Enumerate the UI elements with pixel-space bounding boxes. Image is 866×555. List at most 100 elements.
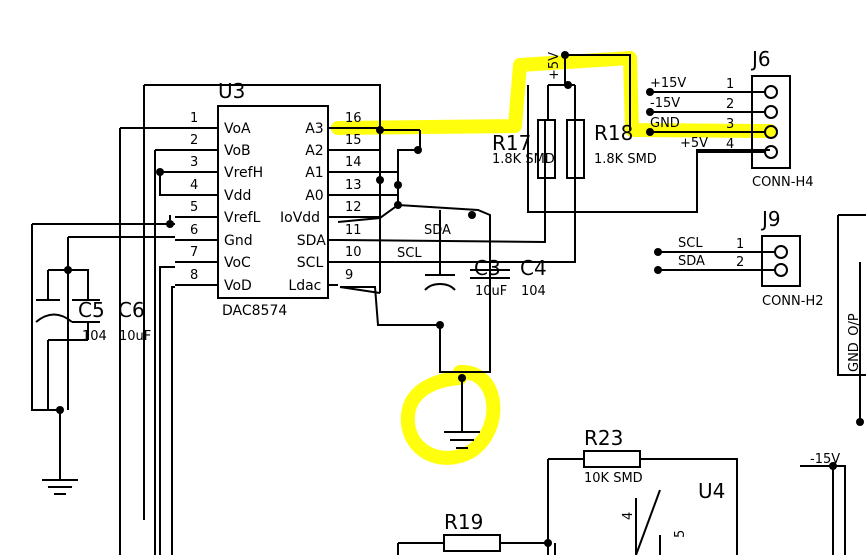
u3-pin-name: Vdd [224, 188, 251, 204]
u3-pin-number: 5 [190, 200, 198, 215]
u3-pin-number: 7 [190, 245, 198, 260]
j6-pin-number: 4 [726, 137, 734, 152]
ground-symbol-left [42, 479, 78, 495]
c5-ref: C5 [78, 298, 105, 322]
bus-labels: SDA SCL [397, 223, 451, 261]
u4-pin-b: 5 [673, 530, 688, 538]
r17-body [537, 119, 556, 179]
u3-pin-number: 4 [190, 178, 198, 193]
j6-pin-net: -15V [650, 96, 680, 111]
u3-pin-number: 9 [345, 268, 353, 283]
pullup-resistors: +5V R17 1.8K SMD R18 1.8K SMD [492, 51, 770, 262]
j6-pins: 1 +15V 2 -15V 3 GND 4 +5V [646, 76, 778, 159]
j9-pins: 1 SCL 2 SDA [654, 236, 788, 277]
c6-value: 10uF [119, 329, 151, 344]
j6-ref: J6 [750, 47, 771, 71]
u3-pin-number: 14 [345, 155, 362, 170]
r23-ref: R23 [584, 426, 623, 450]
j9-connector: J9 1 SCL 2 SDA CONN-H2 [654, 207, 824, 309]
u3-pin-name: VoB [224, 143, 251, 159]
u3-ref: U3 [218, 79, 245, 103]
u4-ref: U4 [698, 479, 725, 503]
u3-pin-number: 10 [345, 245, 362, 260]
j6-connector: J6 1 +15V 2 -15V 3 GND 4 +5V CONN-H4 [646, 47, 814, 190]
u3-pin-name: SDA [297, 233, 326, 249]
u3-pin-name: VoA [224, 121, 251, 137]
u3-pin-number: 15 [345, 133, 362, 148]
c3-ref: C3 [474, 256, 501, 280]
u3-pin-name: IoVdd [280, 210, 320, 226]
r19-body [443, 534, 501, 552]
r23-body [583, 450, 641, 468]
u3-pin-number: 2 [190, 133, 198, 148]
r18-ref: R18 [594, 121, 633, 145]
c4-value: 104 [521, 284, 546, 299]
j9-pin-net: SCL [678, 236, 703, 251]
u3-pin-name: SCL [297, 255, 324, 271]
j6-pin-socket [764, 105, 778, 119]
j9-net-node [654, 248, 662, 256]
u3-pin-number: 12 [345, 200, 362, 215]
j6-pin-net: +5V [680, 136, 708, 151]
plus5-top-label: +5V [547, 52, 562, 80]
r17-value: 1.8K SMD [492, 152, 555, 167]
sda-net-label: SDA [424, 223, 451, 238]
highlight-ground-circle [400, 365, 501, 465]
j9-body [761, 235, 801, 287]
u3-pin-name: VoC [224, 255, 251, 271]
j6-pin-number: 1 [726, 77, 734, 92]
j6-pin-number: 3 [726, 117, 734, 132]
u3-pin-number: 8 [190, 268, 198, 283]
u3-body [217, 105, 329, 299]
j6-net-node [646, 88, 654, 96]
u3-dac8574: U3 DAC8574 1VoA2VoB3VrefH4Vdd5VrefL6Gnd7… [175, 79, 380, 319]
highlight-plus5-net [331, 51, 777, 138]
u3-pin-name: VoD [224, 278, 252, 294]
j9-ref: J9 [760, 207, 781, 231]
c5-value: 104 [82, 329, 107, 344]
c3-value: 10uF [475, 284, 507, 299]
j9-net-node [654, 266, 662, 274]
u3-pin-number: 1 [190, 111, 198, 126]
j9-pin-number: 2 [736, 255, 744, 270]
scl-net-label: SCL [397, 246, 422, 261]
u3-part: DAC8574 [222, 303, 287, 319]
c5-c6-capacitors: C5 C6 104 10uF [35, 269, 151, 410]
j6-net-node [646, 128, 654, 136]
j6-net-node [646, 108, 654, 116]
j6-pin-number: 2 [726, 97, 734, 112]
r19-ref: R19 [444, 510, 483, 534]
u3-pin-name: A1 [305, 165, 323, 181]
u3-pin-name: A3 [305, 121, 323, 137]
j6-pin-net: +15V [650, 76, 686, 91]
c6-ref: C6 [118, 298, 145, 322]
j9-type: CONN-H2 [762, 294, 824, 309]
u3-pin-name: Gnd [224, 233, 253, 249]
u3-pin-name: A2 [305, 143, 323, 159]
j9-pin-socket [774, 245, 788, 259]
u3-pin-number: 6 [190, 223, 198, 238]
j9-pin-net: SDA [678, 254, 705, 269]
u3-pin-number: 16 [345, 111, 362, 126]
j6-body [751, 75, 791, 169]
lower-section: R23 10K SMD -15V U4 4 5 R19 [397, 426, 846, 555]
j6-type: CONN-H4 [752, 175, 814, 190]
u3-pin-name: VrefH [224, 165, 263, 181]
u3-pin-number: 11 [345, 223, 362, 238]
j6-pin-socket [764, 145, 778, 159]
c4-ref: C4 [520, 256, 547, 280]
r23-value: 10K SMD [584, 471, 643, 486]
r18-value: 1.8K SMD [594, 152, 657, 167]
right-edge-connector: GND_O/P [837, 214, 866, 426]
j6-pin-net: GND [650, 116, 680, 131]
ground-symbol-center [444, 378, 480, 449]
u3-pin-name: Ldac [288, 278, 321, 294]
j9-pin-socket [774, 263, 788, 277]
c3-c4-capacitors: C3 C4 10uF 104 [470, 256, 547, 299]
j9-pin-number: 1 [736, 237, 744, 252]
u4-pin-a: 4 [621, 512, 636, 520]
u3-pin-name: A0 [305, 188, 323, 204]
